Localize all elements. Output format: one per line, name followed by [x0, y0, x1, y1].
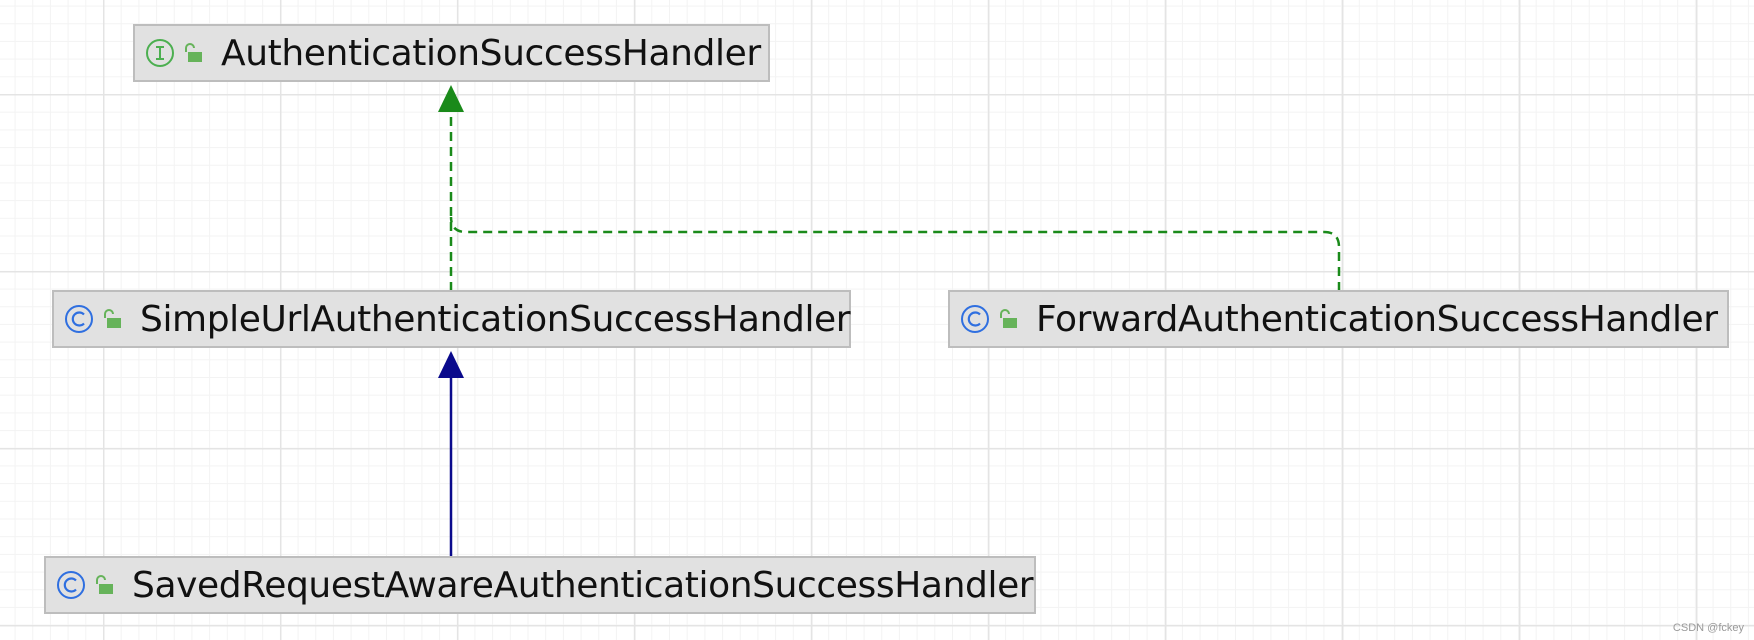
- node-simple-url-authentication-success-handler[interactable]: SimpleUrlAuthenticationSuccessHandler: [52, 290, 851, 348]
- node-label: SavedRequestAwareAuthenticationSuccessHa…: [132, 564, 1034, 606]
- class-icon: [57, 571, 85, 599]
- class-icon: [65, 305, 93, 333]
- node-forward-authentication-success-handler[interactable]: ForwardAuthenticationSuccessHandler: [948, 290, 1729, 348]
- node-label: ForwardAuthenticationSuccessHandler: [1036, 298, 1718, 340]
- public-unlock-icon: [1000, 309, 1017, 328]
- node-label: SimpleUrlAuthenticationSuccessHandler: [140, 298, 851, 340]
- watermark: CSDN @fckey: [1672, 622, 1744, 634]
- generalization-arrowhead: [438, 351, 464, 378]
- public-unlock-icon: [104, 309, 121, 328]
- node-saved-request-aware-authentication-success-handler[interactable]: SavedRequestAwareAuthenticationSuccessHa…: [44, 556, 1036, 614]
- public-unlock-icon: [185, 43, 202, 62]
- node-label: AuthenticationSuccessHandler: [221, 32, 761, 74]
- node-authentication-success-handler[interactable]: AuthenticationSuccessHandler: [133, 24, 770, 82]
- realization-arrowhead: [438, 85, 464, 112]
- class-icon: [961, 305, 989, 333]
- edge-forward-implements-auth: [449, 216, 1341, 291]
- interface-icon: [146, 39, 174, 67]
- public-unlock-icon: [96, 575, 113, 594]
